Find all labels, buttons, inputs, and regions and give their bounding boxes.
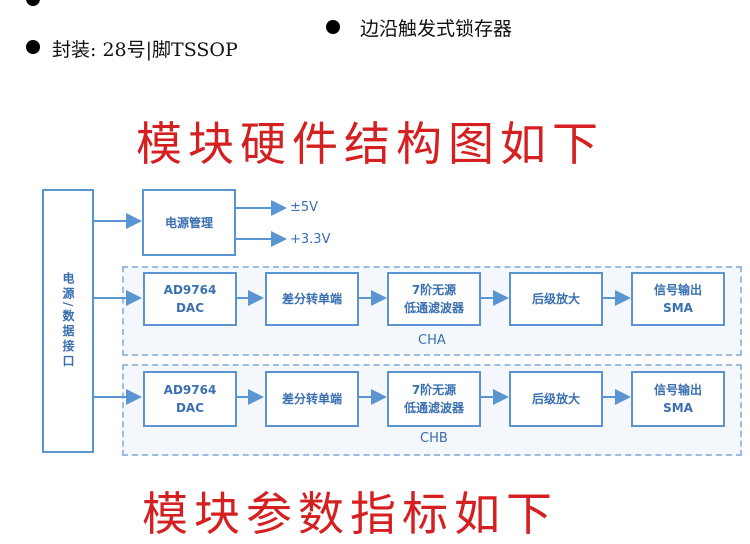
spec-package: 封装: 28号|脚TSSOP xyxy=(52,39,238,61)
interface-label: 电源/数据接口 xyxy=(61,272,75,370)
amp-block-b: 后级放大 xyxy=(509,371,603,427)
channel-b-label: CHB xyxy=(420,431,448,446)
power-label: 电源管理 xyxy=(164,215,213,230)
amp-block-a: 后级放大 xyxy=(509,272,603,326)
filter-block-b: 7阶无源低通滤波器 xyxy=(387,371,481,427)
power-management-block: 电源管理 xyxy=(142,189,236,256)
bullet-icon xyxy=(26,40,40,54)
bullet-icon xyxy=(26,0,40,6)
diff-block-b: 差分转单端 xyxy=(265,371,359,427)
heading-params: 模块参数指标如下 xyxy=(142,487,558,541)
spec-latch: 边沿触发式锁存器 xyxy=(360,18,513,40)
connector-arrows xyxy=(93,200,631,405)
voltage-5v: ±5V xyxy=(290,200,319,215)
heading-hardware: 模块硬件结构图如下 xyxy=(136,117,604,171)
interface-block: 电源/数据接口 xyxy=(42,189,94,453)
diff-block-a: 差分转单端 xyxy=(265,272,359,326)
filter-block-a: 7阶无源低通滤波器 xyxy=(387,272,481,326)
bullet-icon xyxy=(326,20,340,34)
voltage-3v3: +3.3V xyxy=(290,232,331,247)
channel-a-label: CHA xyxy=(418,333,446,348)
